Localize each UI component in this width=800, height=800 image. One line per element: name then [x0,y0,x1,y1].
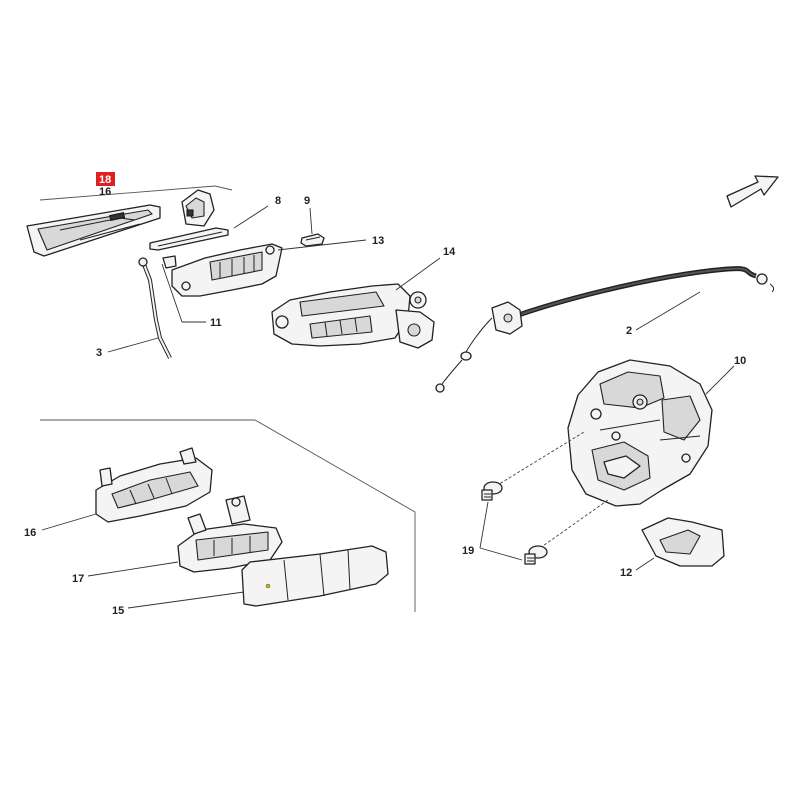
clip-part [300,233,325,247]
screw-part [524,545,548,565]
callout-9: 9 [304,195,310,207]
leader-line [395,257,441,291]
callout-17: 17 [72,573,84,585]
bracket-part [181,189,215,227]
callout-12: 12 [620,567,632,579]
callout-11: 11 [210,317,222,329]
leader-line [479,547,523,561]
callout-highlight-box [96,172,115,186]
callout-16: 16 [24,527,36,539]
rod-part [138,257,172,359]
leader-line [479,501,489,549]
screw-part [481,481,503,501]
upper-inset-frame [39,185,233,201]
outer-handle-cap-part [241,545,389,607]
insulator-part [641,517,725,567]
cable-part [435,266,775,393]
leader-line [705,365,735,395]
handle-mechanism-part [177,495,283,573]
callout-19: 19 [462,545,474,557]
assembly-line [539,499,609,549]
leader-line [161,263,183,323]
leader-line [107,337,159,353]
leader-line [233,205,269,229]
lock-module-part [567,359,713,507]
leader-line [635,557,655,571]
callout-2: 2 [626,325,632,337]
callout-18: 18 [99,174,111,186]
direction-arrow-icon [726,175,779,208]
cover-panel-part [26,204,161,257]
callout-10: 10 [734,355,746,367]
leader-line [41,513,97,531]
callout-3: 3 [96,347,102,359]
lower-inset-frame [40,419,416,612]
leader-line [309,207,313,235]
handle-carrier-part [162,243,283,297]
handle-housing-part [271,283,435,349]
callout-13: 13 [372,235,384,247]
handle-bracket-part [95,447,213,523]
leader-line [277,239,367,251]
leader-line [87,561,179,577]
seal-strip-part [149,227,229,251]
callout-15: 15 [112,605,124,617]
callout-14: 14 [443,246,456,258]
leader-line [635,291,701,331]
leader-line [127,591,245,609]
callout-8: 8 [275,195,281,207]
assembly-line [495,431,585,487]
callout-16-top: 16 [99,186,111,198]
